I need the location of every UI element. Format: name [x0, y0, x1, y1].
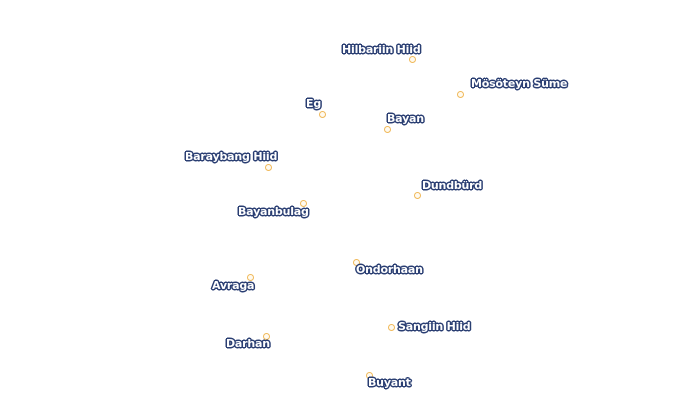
place-label: Baraybang Hiid — [185, 150, 278, 163]
place-label: Bayanbulag — [238, 205, 309, 218]
place-marker[interactable] — [456, 90, 464, 98]
place-label: Hilbariin Hiid — [342, 43, 421, 56]
place-marker[interactable] — [262, 332, 270, 340]
place-marker[interactable] — [365, 371, 373, 379]
place-label: Ondorhaan — [356, 263, 423, 276]
place-marker[interactable] — [299, 199, 307, 207]
place-marker[interactable] — [352, 258, 360, 266]
place-label: Avraga — [212, 279, 255, 292]
place-label: Darhan — [226, 337, 270, 350]
place-label: Mösöteyn Süme — [471, 77, 568, 90]
place-marker[interactable] — [387, 323, 395, 331]
place-label: Buyant — [368, 376, 411, 389]
place-label: Eg — [306, 97, 321, 110]
place-marker[interactable] — [318, 110, 326, 118]
place-marker[interactable] — [383, 125, 391, 133]
place-marker[interactable] — [246, 273, 254, 281]
place-marker[interactable] — [413, 191, 421, 199]
place-label: Bayan — [387, 112, 424, 125]
place-label: Sangiin Hiid — [398, 320, 471, 333]
place-marker[interactable] — [264, 163, 272, 171]
place-label: Dundbürd — [422, 179, 483, 192]
place-marker[interactable] — [408, 55, 416, 63]
